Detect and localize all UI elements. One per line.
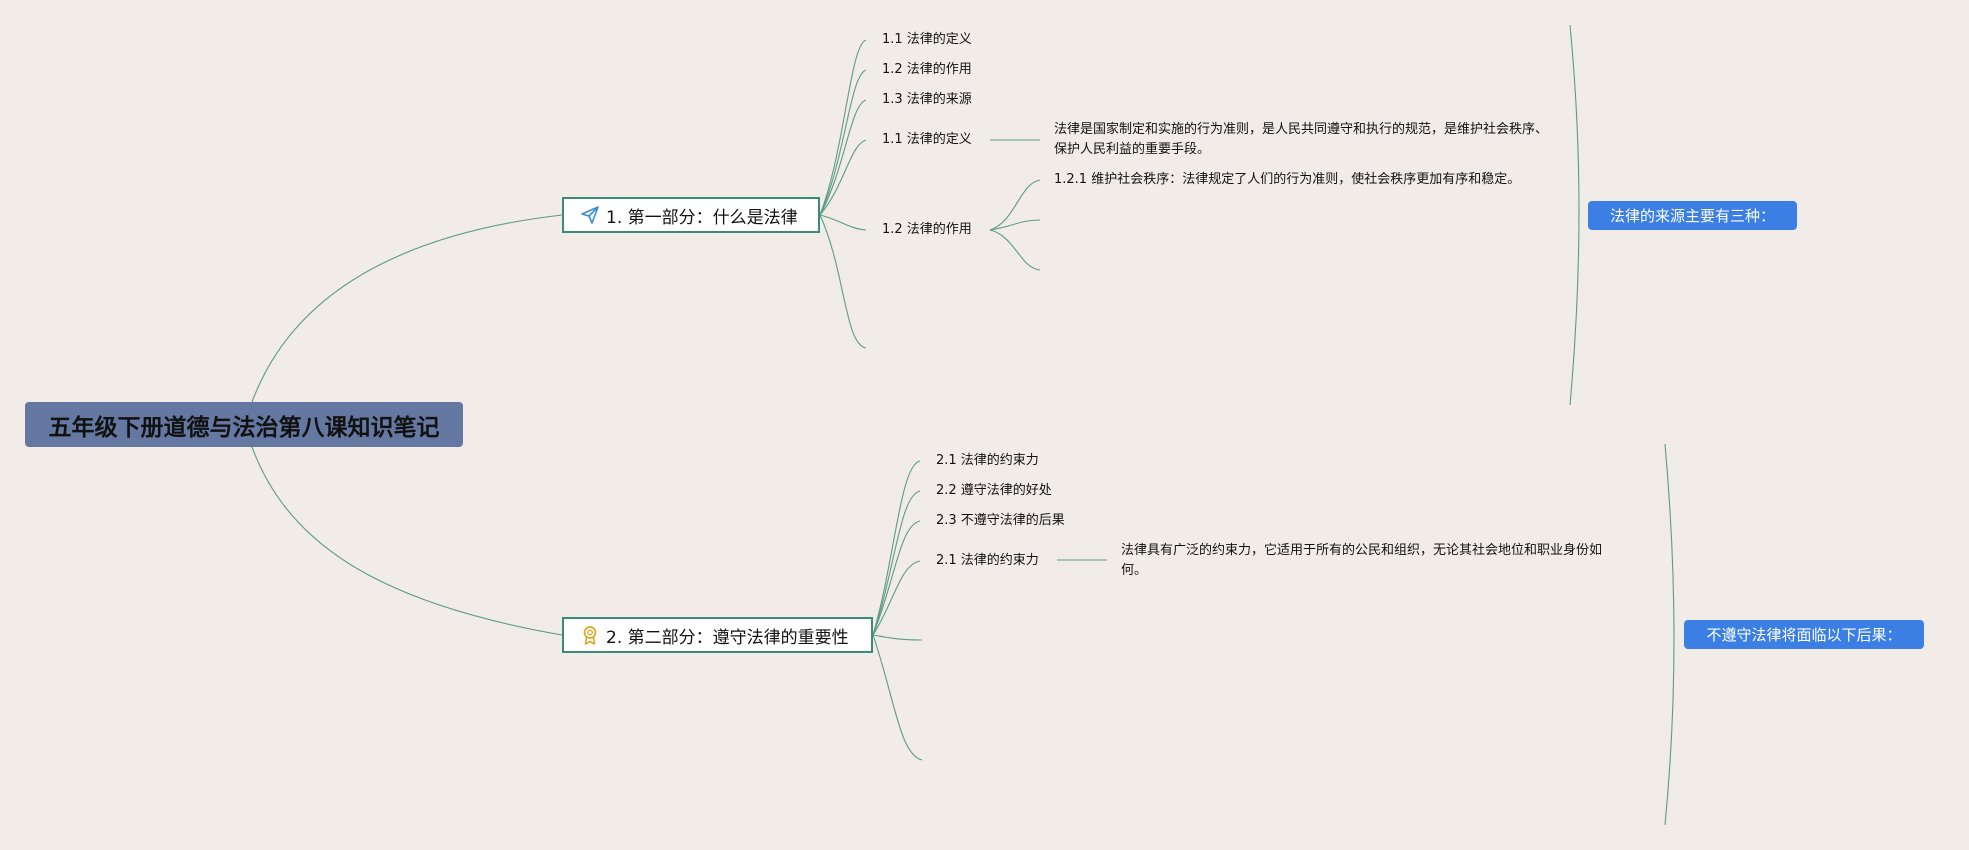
link-root-part1 xyxy=(251,214,563,403)
part2-topic[interactable]: 2. 第二部分：遵守法律的重要性 xyxy=(562,617,873,653)
link-role-point2 xyxy=(989,219,1041,231)
link-part1-1-3 xyxy=(819,99,867,216)
bracket-part2 xyxy=(1664,443,1675,826)
link-root-part2 xyxy=(251,446,563,636)
link-part1-1-2 xyxy=(819,69,867,216)
link-part2-binding xyxy=(872,560,921,636)
part1-role-title[interactable]: 1.2 法律的作用 xyxy=(882,222,972,237)
part2-topic-label: 2. 第二部分：遵守法律的重要性 xyxy=(606,627,849,648)
part2-subtopic-3[interactable]: 2.3 不遵守法律的后果 xyxy=(936,513,1065,528)
link-part1-def xyxy=(819,139,867,216)
part2-binding-text[interactable]: 法律具有广泛的约束力，它适用于所有的公民和组织，无论其社会地位和职业身份如何。 xyxy=(1121,543,1603,578)
link-part1-empty xyxy=(819,214,867,349)
link-part2-empty2 xyxy=(872,634,923,761)
part1-subtopic-3[interactable]: 1.3 法律的来源 xyxy=(882,92,972,107)
link-part2-2-2 xyxy=(872,490,921,636)
part1-subtopic-1[interactable]: 1.1 法律的定义 xyxy=(882,32,972,47)
link-role-point1 xyxy=(989,179,1041,231)
part1-role-point-1[interactable]: 1.2.1 维护社会秩序：法律规定了人们的行为准则，使社会秩序更加有序和稳定。 xyxy=(1054,172,1521,187)
part2-binding-title[interactable]: 2.1 法律的约束力 xyxy=(936,553,1039,568)
part2-subtopic-1[interactable]: 2.1 法律的约束力 xyxy=(936,453,1039,468)
part2-subtopic-2[interactable]: 2.2 遵守法律的好处 xyxy=(936,483,1052,498)
link-role-point3 xyxy=(989,229,1041,271)
root-topic-label: 五年级下册道德与法治第八课知识笔记 xyxy=(48,414,440,441)
consequences-callout[interactable]: 不遵守法律将面临以下后果： xyxy=(1684,620,1924,649)
award-ribbon-icon xyxy=(580,625,600,645)
sources-callout[interactable]: 法律的来源主要有三种： xyxy=(1588,201,1797,230)
link-part1-role xyxy=(819,214,867,231)
part1-definition-title[interactable]: 1.1 法律的定义 xyxy=(882,132,972,147)
link-part2-empty1 xyxy=(872,634,923,641)
link-part2-2-1 xyxy=(872,460,921,636)
paper-plane-icon xyxy=(580,205,600,225)
part1-topic-label: 1. 第一部分：什么是法律 xyxy=(606,207,798,228)
root-topic[interactable]: 五年级下册道德与法治第八课知识笔记 xyxy=(25,402,463,447)
bracket-part1 xyxy=(1569,24,1580,406)
part1-definition-text[interactable]: 法律是国家制定和实施的行为准则，是人民共同遵守和执行的规范，是维护社会秩序、保护… xyxy=(1054,122,1549,157)
link-part1-1-1 xyxy=(819,39,867,216)
link-part2-2-3 xyxy=(872,520,921,636)
part1-subtopic-2[interactable]: 1.2 法律的作用 xyxy=(882,62,972,77)
part1-topic[interactable]: 1. 第一部分：什么是法律 xyxy=(562,197,820,233)
